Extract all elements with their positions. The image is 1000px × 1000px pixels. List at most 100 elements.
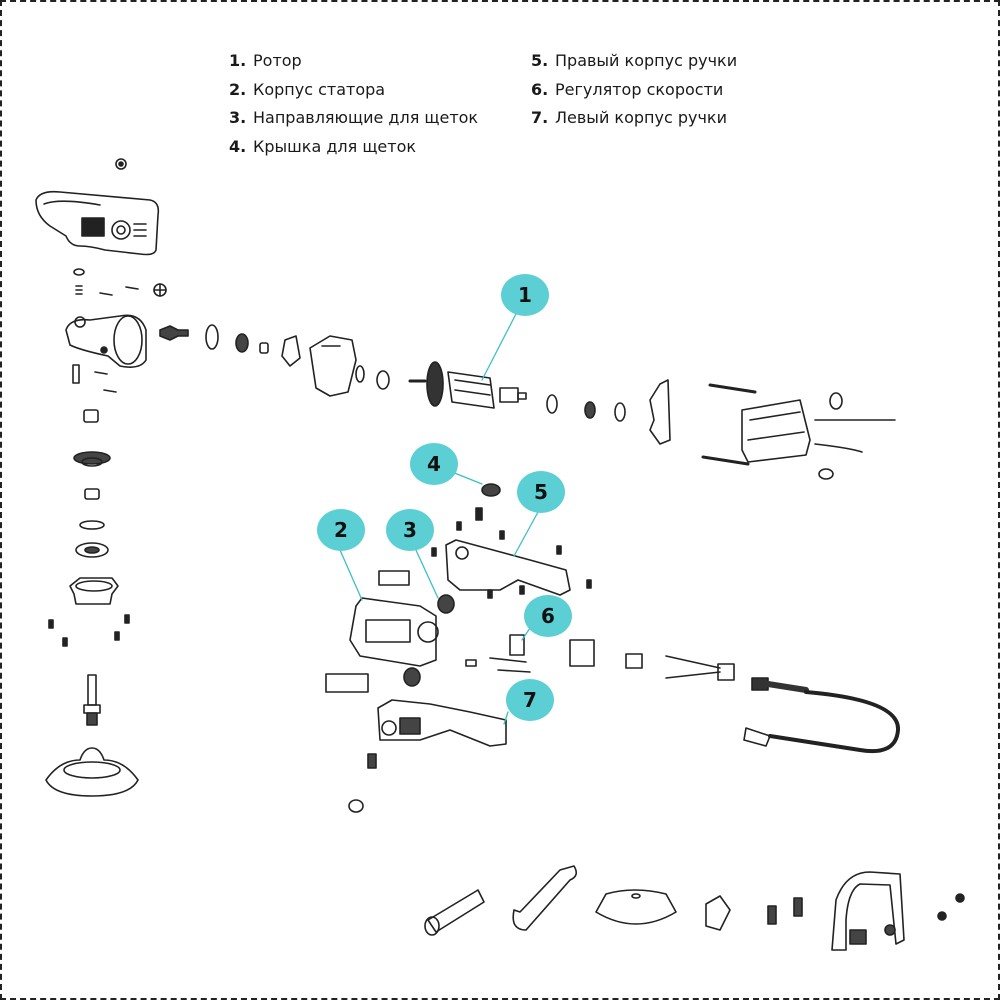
flange-screws: [48, 614, 130, 647]
rotor: [408, 361, 527, 409]
rear-bearings: [546, 394, 626, 422]
side-handle: [424, 889, 485, 936]
capacitor: [625, 653, 643, 669]
seal-ring: [355, 365, 365, 383]
leader-3: [414, 547, 439, 599]
callout-number: 4: [427, 452, 441, 476]
loop-handle: [831, 871, 905, 951]
legend-label: Правый корпус ручки: [555, 51, 738, 70]
pinion-shaft: [159, 325, 189, 341]
legend-label: Левый корпус ручки: [555, 108, 727, 127]
small-sleeve: [259, 342, 269, 354]
gear-housing-cover: [35, 190, 160, 256]
callout-5: 5: [517, 471, 565, 513]
right-handle-housing: [445, 539, 571, 596]
legend-number: 4.: [229, 136, 247, 156]
gasket: [281, 335, 301, 367]
retaining-ring: [79, 520, 105, 530]
bearing-small: [205, 324, 219, 350]
legend-right-column: 5. Правый корпус ручки 6. Регулятор скорос…: [531, 47, 737, 133]
legend-item-7: 7. Левый корпус ручки: [531, 104, 737, 133]
callout-7: 7: [506, 679, 554, 721]
bearing-flange: [69, 577, 119, 605]
shaft-pin: [72, 364, 117, 393]
brush-set: [705, 895, 731, 931]
bearing: [75, 542, 109, 558]
leader-5: [513, 511, 539, 557]
stator: [741, 392, 896, 480]
polishing-pad: [595, 889, 677, 925]
legend-label: Направляющие для щеток: [253, 108, 479, 127]
handle-screws: [431, 507, 592, 599]
bearing-front: [376, 370, 390, 390]
legend-number: 3.: [229, 108, 247, 127]
callout-badge: [386, 509, 434, 551]
baffle-plate: [649, 379, 671, 445]
bushing: [84, 488, 100, 500]
callout-2: 2: [317, 509, 365, 551]
switch: [569, 639, 595, 667]
callout-number: 2: [334, 518, 348, 542]
left-handle-housing: [377, 699, 507, 747]
leader-6: [521, 627, 531, 641]
wire-connector: [665, 655, 735, 681]
clamp-screw: [367, 753, 377, 769]
legend-label: Корпус статора: [253, 79, 386, 99]
leader-lines: [339, 309, 539, 725]
legend-left-column: 1. Ротор 2. Корпус статора 3. Направляющие …: [229, 47, 478, 161]
legend-number: 7.: [531, 108, 549, 127]
legend-item-6: 6. Регулятор скорости: [531, 76, 737, 105]
needle-bearing: [235, 333, 249, 353]
callout-badge: [506, 679, 554, 721]
legend-label: Ротор: [253, 51, 302, 70]
small-parts-cluster: [73, 268, 167, 297]
label-plates: [325, 570, 410, 693]
drive-gear: [73, 451, 111, 467]
spacer-sleeve: [83, 409, 99, 423]
callout-badge: [501, 274, 549, 316]
callout-badge: [410, 443, 458, 485]
motor-bracket: [309, 335, 357, 397]
brush-cap: [481, 483, 501, 497]
callout-1: 1: [501, 274, 549, 316]
accessory-screws: [767, 897, 803, 925]
legend-item-2: 2. Корпус статора: [229, 76, 478, 105]
speed-controller: [465, 634, 531, 673]
wrench: [512, 865, 578, 931]
leader-2: [339, 549, 363, 601]
legend-label: Регулятор скорости: [555, 79, 724, 99]
callout-number: 7: [523, 688, 537, 712]
stator-screws: [701, 383, 757, 466]
brush-holders: [403, 594, 455, 687]
callout-3: 3: [386, 509, 434, 551]
backing-pad: [45, 747, 139, 797]
power-cord: [743, 677, 900, 753]
callout-number: 5: [534, 480, 548, 504]
callout-number: 1: [518, 283, 532, 307]
legend-item-4: 4. Крышка для щеток: [229, 133, 478, 162]
callout-badge: [517, 471, 565, 513]
leader-4: [451, 471, 483, 485]
nut: [348, 799, 364, 813]
gear-housing: [65, 314, 147, 368]
legend-number: 6.: [531, 79, 549, 99]
top-screw: [115, 158, 127, 170]
legend-item-5: 5. Правый корпус ручки: [531, 47, 737, 76]
callout-number: 6: [541, 604, 555, 628]
loop-handle-screws: [937, 893, 965, 921]
legend-number: 5.: [531, 51, 549, 70]
legend-item-1: 1. Ротор: [229, 47, 478, 76]
legend-label: Крышка для щеток: [253, 136, 417, 156]
callout-number: 3: [403, 518, 417, 542]
stator-housing: [349, 597, 439, 667]
leader-7: [503, 711, 509, 725]
legend-item-3: 3. Направляющие для щеток: [229, 104, 478, 133]
callout-6: 6: [524, 595, 572, 637]
leader-1: [481, 309, 519, 381]
legend-number: 1.: [229, 51, 247, 70]
callout-badge: [317, 509, 365, 551]
legend-number: 2.: [229, 79, 247, 99]
callout-4: 4: [410, 443, 458, 485]
